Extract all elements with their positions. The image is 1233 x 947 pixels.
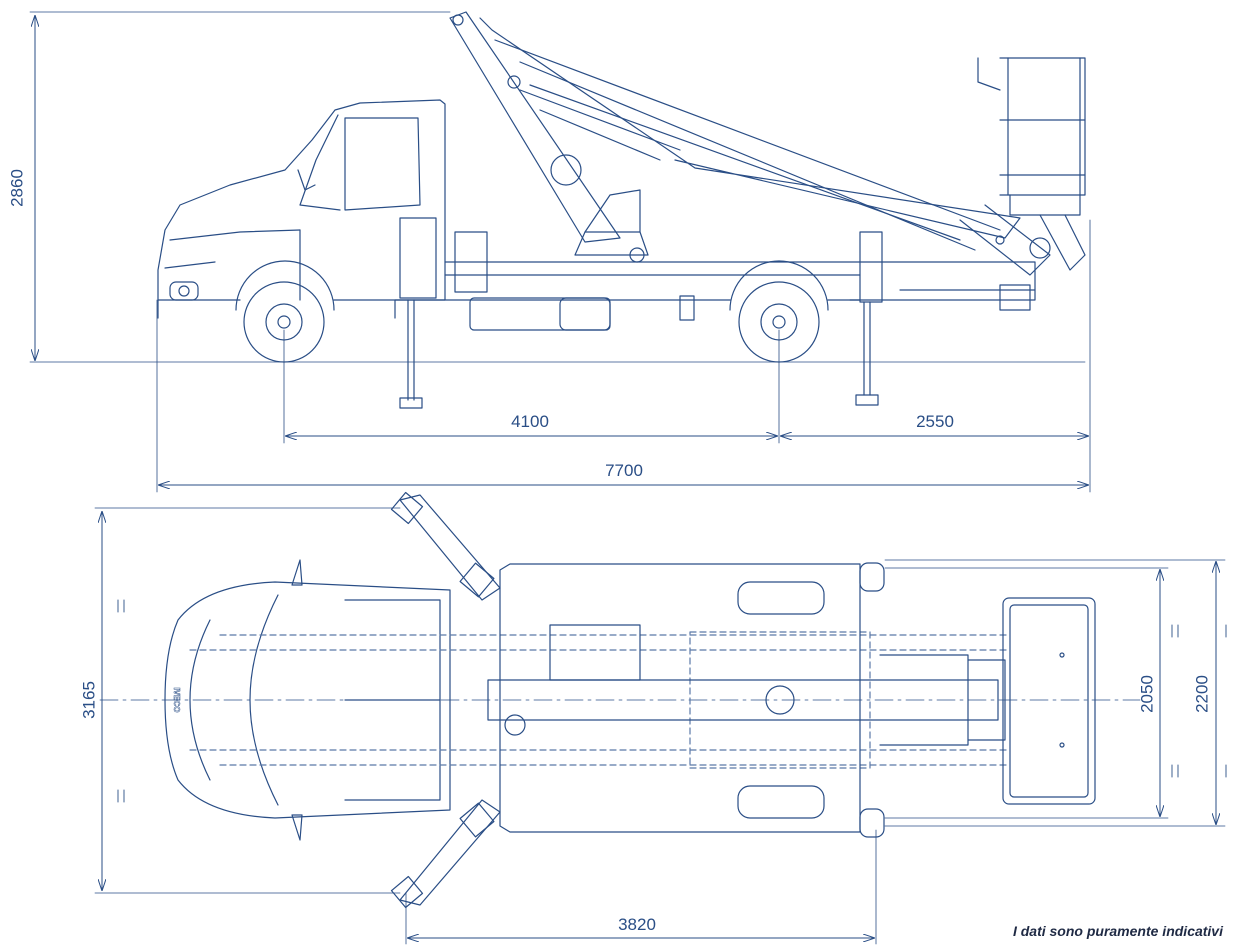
dim-label-7700: 7700 [605,461,643,480]
dim-label-3820: 3820 [618,915,656,934]
disclaimer-note: I dati sono puramente indicativi [1012,923,1223,939]
work-platform-top [879,597,1096,805]
dim-label-3165: 3165 [79,681,98,719]
top-view [94,491,1227,945]
brand-logo: IVECO [172,688,181,713]
work-platform-side [977,57,1086,271]
front-wheel [235,260,335,363]
stabilizers-side [399,299,879,409]
dim-label-2860: 2860 [7,169,26,207]
stabilizer-arms-top [390,491,885,909]
rear-wheel [729,260,829,363]
cab-top [164,559,451,841]
chassis-top [189,631,1011,769]
dimension-lines [35,16,1216,938]
dim-label-2050: 2050 [1137,675,1156,713]
subframe-top [487,563,999,833]
side-view [29,11,1091,493]
dimension-labels: 2860 4100 2550 7700 3165 3820 2050 2200 [7,169,1211,934]
booms [449,11,1051,276]
symmetry-ticks [117,599,1227,803]
chassis-side [333,217,1036,331]
dim-label-4100: 4100 [511,412,549,431]
turret [574,189,649,263]
rear-wheels-top [737,581,825,819]
dim-label-2550: 2550 [916,412,954,431]
cab-side [157,99,446,319]
dim-label-2200: 2200 [1192,675,1211,713]
